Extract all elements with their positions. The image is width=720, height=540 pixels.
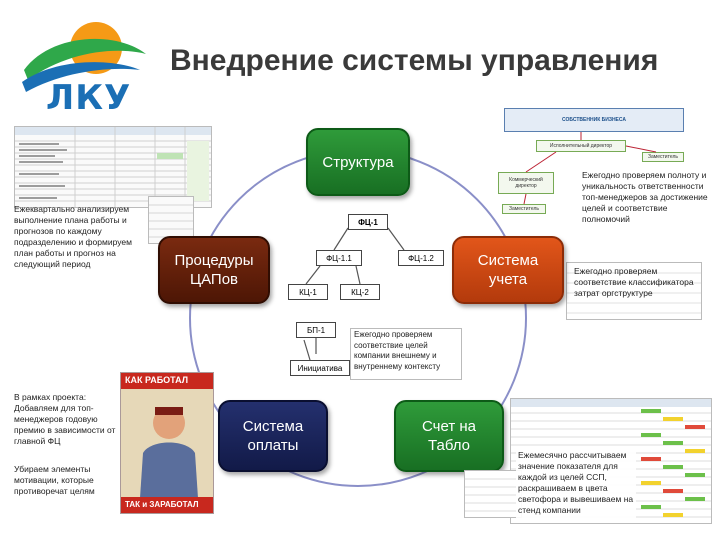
node-structure[interactable]: Структура (306, 128, 410, 196)
motivation-poster-image: КАК РАБОТАЛ ТАК и ЗАРАБОТАЛ (120, 372, 214, 514)
logo-text: ЛКУ (46, 78, 132, 118)
goal-fc12: ФЦ-1.2 (398, 250, 444, 266)
note-remove-motivation: Убираем элементы мотивации, которые прот… (14, 464, 95, 496)
goal-initiative: Инициатива (290, 360, 350, 376)
note-goals-context: Ежегодно проверяем соответствие целей ко… (354, 330, 441, 371)
org-commercial-box: Коммерческий директор (498, 172, 554, 194)
note-bonus-project: В рамках проекта: Добавляем для топ-мене… (14, 392, 116, 446)
goal-bp1: БП-1 (296, 322, 336, 338)
node-payment[interactable]: Система оплаты (218, 400, 328, 472)
org-owner-box: СОБСТВЕННИК БИЗНЕСА (504, 108, 684, 132)
org-chart-thumbnail: СОБСТВЕННИК БИЗНЕСА Исполнительный дирек… (496, 108, 692, 216)
poster-graphic (121, 373, 213, 513)
note-top-management-responsibility: Ежегодно проверяем полноту и уникальност… (582, 170, 708, 224)
plan-spreadsheet-thumbnail (14, 126, 212, 208)
note-monthly-calculation: Ежемесячно рассчитываем значение показат… (518, 450, 634, 515)
note-monthly-bg (516, 448, 636, 522)
org-deputy2-box: Заместитель (502, 204, 546, 214)
goal-fc11: ФЦ-1.1 (316, 250, 362, 266)
cost-classifier-thumbnail (566, 262, 702, 320)
note-center-bg (350, 328, 462, 380)
goal-kc1: КЦ-1 (288, 284, 328, 300)
node-accounting[interactable]: Система учета (452, 236, 564, 304)
note-cost-classifier: Ежегодно проверяем соответствие классифи… (574, 266, 694, 298)
org-deputy-box: Заместитель (642, 152, 684, 162)
node-procedures[interactable]: Процедуры ЦАПов (158, 236, 270, 304)
page-title: Внедрение системы управления (170, 44, 659, 77)
node-scoreboard[interactable]: Счет на Табло (394, 400, 504, 472)
logo-graphic (22, 22, 146, 92)
goal-fc1: ФЦ-1 (348, 214, 388, 230)
company-logo (20, 10, 150, 120)
org-gd-box: Исполнительный директор (536, 140, 626, 152)
poster-top-text: КАК РАБОТАЛ (125, 375, 189, 385)
note-quarterly-analysis: Ежеквартально анализируем выполнение пла… (14, 204, 132, 269)
goal-kc2: КЦ-2 (340, 284, 380, 300)
scoreboard-spreadsheet-thumbnail-2 (464, 470, 522, 518)
poster-bottom-text: ТАК и ЗАРАБОТАЛ (125, 500, 199, 509)
